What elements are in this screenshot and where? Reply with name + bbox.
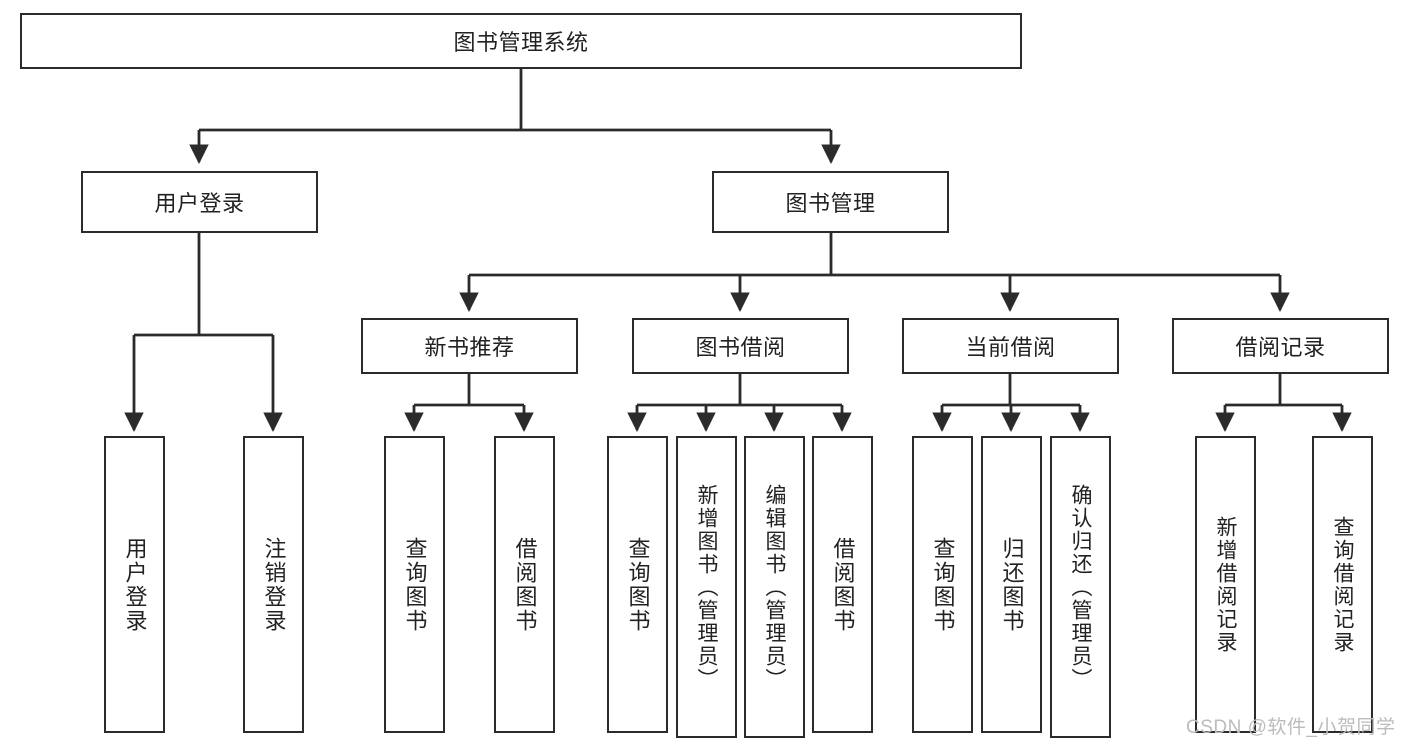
node-label: 当前借阅 [965, 335, 1056, 360]
node-user-login[interactable]: 用户登录 [81, 171, 318, 233]
node-label: 新书推荐 [424, 335, 515, 360]
leaf-current-borrow-return-book[interactable]: 归还图书 [981, 436, 1042, 733]
node-label: 用户登录 [154, 191, 245, 216]
node-label: 查询图书 [930, 536, 956, 633]
leaf-book-borrow-edit-book-admin[interactable]: 编辑图书（管理员） [744, 436, 805, 738]
leaf-book-borrow-borrow-book[interactable]: 借阅图书 [812, 436, 873, 733]
node-book-management[interactable]: 图书管理 [712, 171, 949, 233]
node-label: 查询图书 [625, 536, 651, 633]
node-label: 新增借阅记录 [1214, 515, 1237, 654]
node-label: 图书借阅 [695, 335, 786, 360]
leaf-book-borrow-add-book-admin[interactable]: 新增图书（管理员） [676, 436, 737, 738]
node-label: 编辑图书（管理员） [763, 483, 786, 691]
leaf-new-book-borrow-book[interactable]: 借阅图书 [494, 436, 555, 733]
node-root-book-management-system[interactable]: 图书管理系统 [20, 13, 1022, 69]
leaf-new-book-query-book[interactable]: 查询图书 [384, 436, 445, 733]
leaf-current-borrow-query-book[interactable]: 查询图书 [912, 436, 973, 733]
leaf-current-borrow-confirm-return-admin[interactable]: 确认归还（管理员） [1050, 436, 1111, 738]
leaf-book-borrow-query-book[interactable]: 查询图书 [607, 436, 668, 733]
node-label: 借阅图书 [830, 536, 856, 633]
node-borrow-record[interactable]: 借阅记录 [1172, 318, 1389, 374]
node-label: 查询图书 [402, 536, 428, 633]
csdn-watermark: CSDN @软件_小贺同学 [1186, 717, 1396, 738]
leaf-borrow-record-add-record[interactable]: 新增借阅记录 [1195, 436, 1256, 733]
leaf-borrow-record-query-record[interactable]: 查询借阅记录 [1312, 436, 1373, 733]
node-label: 用户登录 [122, 536, 148, 633]
leaf-user-login-logout[interactable]: 注销登录 [243, 436, 304, 733]
node-label: 查询借阅记录 [1331, 515, 1354, 654]
node-label: 归还图书 [999, 536, 1025, 633]
node-new-book-recommend[interactable]: 新书推荐 [361, 318, 578, 374]
node-label: 确认归还（管理员） [1069, 483, 1092, 691]
node-label: 图书管理系统 [453, 30, 589, 55]
node-label: 借阅记录 [1235, 335, 1326, 360]
node-label: 图书管理 [785, 191, 876, 216]
node-current-borrow[interactable]: 当前借阅 [902, 318, 1119, 374]
node-label: 借阅图书 [512, 536, 538, 633]
node-label: 新增图书（管理员） [695, 483, 718, 691]
leaf-user-login-login[interactable]: 用户登录 [104, 436, 165, 733]
node-book-borrow[interactable]: 图书借阅 [632, 318, 849, 374]
node-label: 注销登录 [261, 536, 287, 633]
